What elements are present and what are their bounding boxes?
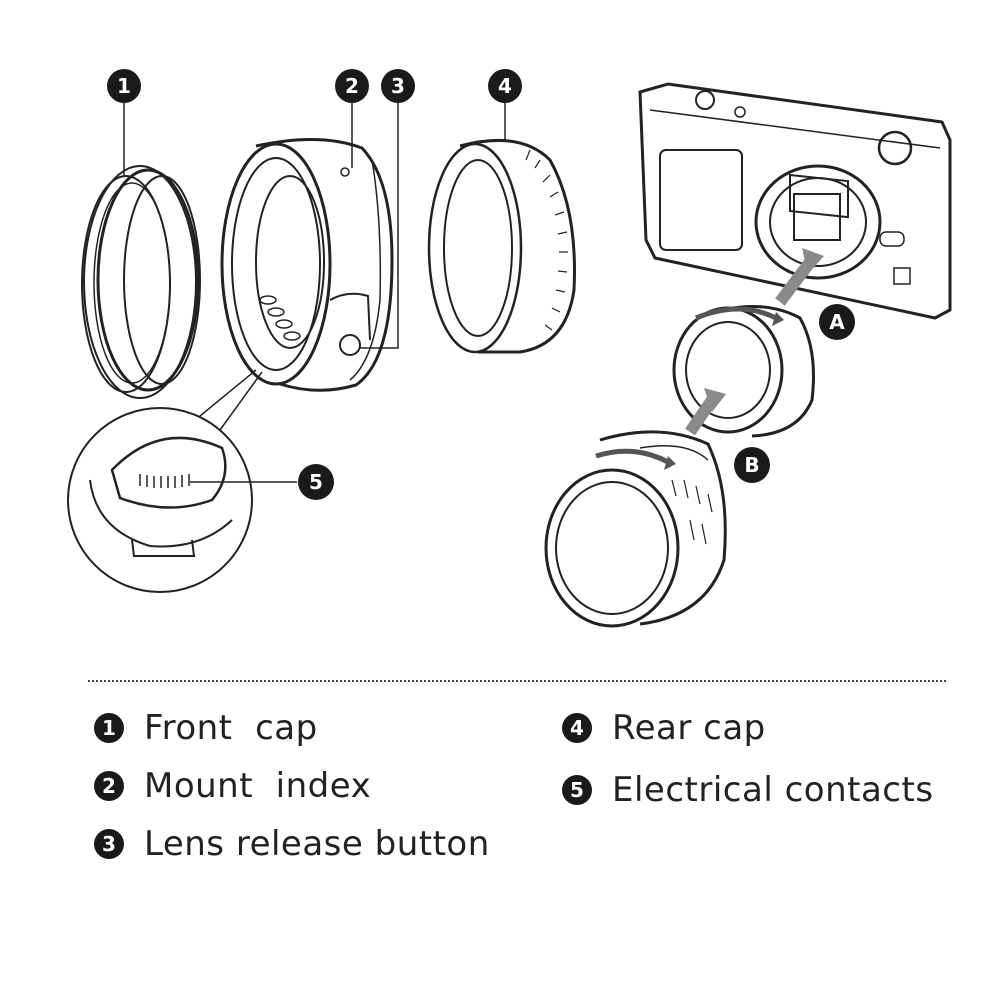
mount-arrow-a (775, 248, 824, 306)
svg-text:A: A (829, 310, 845, 334)
svg-text:2: 2 (345, 74, 359, 98)
assembly-tube-illustration (672, 304, 815, 438)
dotted-divider (88, 680, 946, 682)
callout-4: 4 (488, 69, 522, 103)
leader-lines (123, 103, 506, 483)
rear-cap-illustration (427, 138, 576, 354)
callout-b: B (734, 447, 770, 483)
callout-5: 5 (298, 464, 334, 500)
svg-text:4: 4 (498, 74, 512, 98)
callout-a: A (819, 304, 855, 340)
extension-tube-illustration (220, 137, 394, 392)
callout-2: 2 (335, 69, 369, 103)
callout-3: 3 (381, 69, 415, 103)
callout-1: 1 (107, 69, 141, 103)
svg-text:5: 5 (309, 470, 323, 494)
contacts-zoom-illustration (67, 369, 263, 593)
svg-text:1: 1 (117, 74, 131, 98)
front-cap-illustration (81, 165, 201, 399)
lens-illustration (544, 430, 727, 628)
mount-arrow-b (685, 388, 726, 436)
camera-illustration (638, 82, 952, 320)
svg-text:B: B (744, 453, 759, 477)
svg-text:3: 3 (391, 74, 405, 98)
